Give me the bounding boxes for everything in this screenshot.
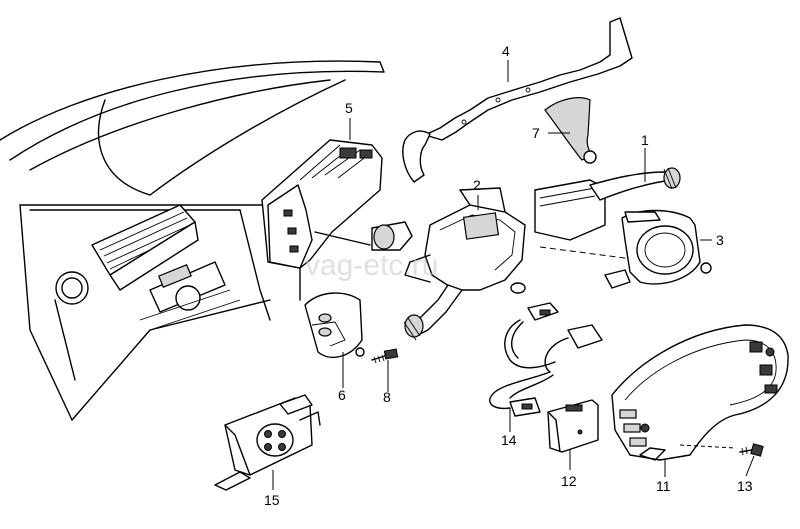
callout-11: 11 [656, 478, 671, 494]
part-5-control-unit [261, 139, 413, 269]
callout-5: 5 [345, 100, 353, 116]
part-2-column-switch [403, 187, 526, 341]
leader-lines [272, 60, 755, 490]
callout-2: 2 [473, 177, 481, 193]
callout-15: 15 [264, 492, 280, 508]
part-7-cover [544, 97, 597, 164]
callout-12: 12 [561, 473, 577, 489]
part-3-clock-spring [604, 209, 712, 289]
callout-13: 13 [737, 478, 753, 494]
part-8-screw [371, 348, 399, 364]
callout-8: 8 [383, 389, 391, 405]
part-15-control-panel [214, 394, 321, 491]
part-1-stalk-switch [534, 167, 681, 241]
part-14-wiring-harness [489, 302, 603, 417]
part-11-steering-trim [611, 324, 789, 461]
part-6-trim-cover [304, 292, 365, 359]
part-4-support-bracket [402, 17, 633, 183]
callout-4: 4 [502, 43, 510, 59]
watermark-text: vag-etc.ru [305, 249, 438, 282]
dashboard-outline [0, 60, 385, 421]
part-12-switch-module [547, 399, 599, 453]
callout-1: 1 [641, 132, 649, 148]
callout-3: 3 [716, 232, 724, 248]
callout-7: 7 [532, 125, 540, 141]
callout-14: 14 [501, 432, 517, 448]
callout-6: 6 [338, 387, 346, 403]
part-13-screw [739, 443, 764, 457]
